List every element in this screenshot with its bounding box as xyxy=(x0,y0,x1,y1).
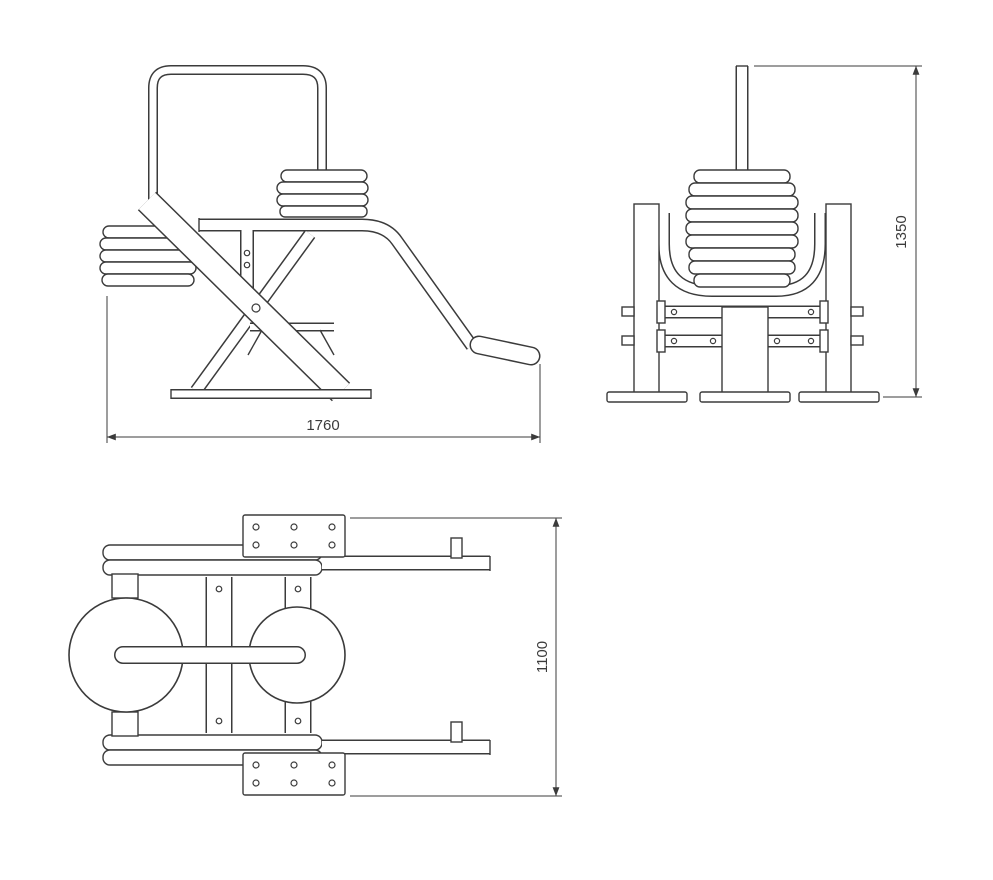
front-view xyxy=(606,65,880,403)
corner-bracket xyxy=(111,711,139,737)
arm-hook xyxy=(450,537,463,559)
pivot-bolt xyxy=(251,303,261,313)
dimension-width: 1760 xyxy=(106,296,541,443)
foot-roller xyxy=(469,335,541,366)
corner-bracket xyxy=(111,573,139,599)
top-frame-arm xyxy=(198,218,478,350)
left-upright xyxy=(633,203,660,397)
side-arms xyxy=(322,537,491,755)
dimension-width-label: 1760 xyxy=(306,417,339,434)
weight-stack-front xyxy=(685,169,799,288)
side-view xyxy=(99,65,541,402)
upper-weight-stack xyxy=(276,169,369,218)
right-upright xyxy=(825,203,852,397)
dimension-depth-label: 1100 xyxy=(534,641,551,673)
left-weight-stack xyxy=(99,225,197,287)
base-rail xyxy=(170,389,372,399)
mounting-plates xyxy=(242,514,346,796)
cradle-tube xyxy=(658,213,826,297)
top-view xyxy=(68,514,491,796)
bolt-hole xyxy=(243,261,251,269)
handle-frame xyxy=(148,65,327,210)
scissor-linkage xyxy=(137,191,351,402)
center-pedestal xyxy=(709,306,781,397)
arm-hook xyxy=(450,721,463,743)
bolt-hole xyxy=(243,249,251,257)
dimension-height: 1350 xyxy=(754,65,922,398)
dimension-height-label: 1350 xyxy=(893,215,910,248)
top-post xyxy=(735,65,749,176)
base-pads xyxy=(606,391,880,403)
dimension-depth: 1100 xyxy=(350,517,562,797)
